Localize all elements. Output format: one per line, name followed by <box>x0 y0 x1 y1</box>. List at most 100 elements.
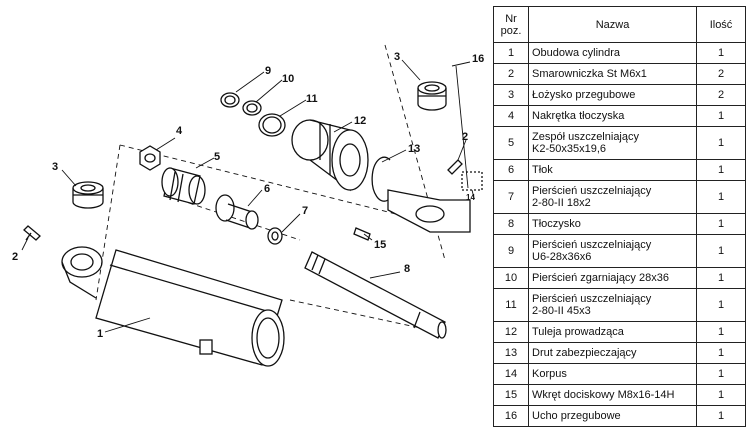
row-qty: 1 <box>696 405 746 427</box>
callout-13: 13 <box>408 143 420 155</box>
row-nr: 11 <box>493 288 529 322</box>
assembly-axis-lines <box>95 44 446 331</box>
callout-2-right: 2 <box>462 131 468 143</box>
header-name: Nazwa <box>528 6 697 43</box>
callout-9: 9 <box>265 65 271 77</box>
callout-10: 10 <box>282 73 294 85</box>
row-nr: 5 <box>493 126 529 160</box>
callout-6: 6 <box>264 183 270 195</box>
callout-5: 5 <box>214 151 220 163</box>
callout-12: 12 <box>354 115 366 127</box>
row-name: Tłok <box>528 159 697 181</box>
row-qty: 1 <box>696 267 746 289</box>
row-name: Łożysko przegubowe <box>528 84 697 106</box>
row-nr: 10 <box>493 267 529 289</box>
callout-1: 1 <box>97 328 103 340</box>
callout-2-left: 2 <box>12 251 18 263</box>
row-nr: 9 <box>493 234 529 268</box>
row-name: Nakrętka tłoczyska <box>528 105 697 127</box>
table-header-row: Nr poz. Nazwa Ilość <box>493 6 746 43</box>
row-name: Tuleja prowadząca <box>528 321 697 343</box>
piston-part <box>215 194 259 230</box>
row-name: Zespół uszczelniający K2-50x35x19,6 <box>528 126 697 160</box>
callout-leader-lines <box>21 59 475 333</box>
callout-11: 11 <box>306 93 318 105</box>
row-name: Korpus <box>528 363 697 385</box>
retaining-wire-part <box>371 156 391 202</box>
row-nr: 1 <box>493 42 529 64</box>
callout-3-right: 3 <box>394 51 400 63</box>
seal-assembly-part <box>161 167 206 205</box>
row-name: Tłoczysko <box>528 213 697 235</box>
row-qty: 2 <box>696 84 746 106</box>
callout-8: 8 <box>404 263 410 275</box>
o-ring-small-part <box>267 227 283 245</box>
row-nr: 14 <box>493 363 529 385</box>
row-qty: 1 <box>696 180 746 214</box>
row-qty: 1 <box>696 234 746 268</box>
row-name: Pierścień uszczelniający U6-28x36x6 <box>528 234 697 268</box>
row-qty: 2 <box>696 63 746 85</box>
row-nr: 2 <box>493 63 529 85</box>
callout-7: 7 <box>302 205 308 217</box>
row-nr: 7 <box>493 180 529 214</box>
o-ring-11-part <box>258 113 286 137</box>
row-qty: 1 <box>696 42 746 64</box>
callout-16: 16 <box>472 53 484 65</box>
grease-nipple-left-part <box>23 225 41 241</box>
callout-4: 4 <box>176 125 183 137</box>
row-name: Pierścień uszczelniający 2-80-II 18x2 <box>528 180 697 214</box>
row-qty: 1 <box>696 213 746 235</box>
spherical-bearing-left-part <box>72 181 104 209</box>
piston-rod-nut-part <box>139 145 161 171</box>
grease-nipple-right-part <box>447 159 463 175</box>
row-nr: 12 <box>493 321 529 343</box>
row-qty: 1 <box>696 342 746 364</box>
set-screw-part <box>353 227 371 241</box>
row-qty: 1 <box>696 288 746 322</box>
row-name: Drut zabezpieczający <box>528 342 697 364</box>
row-name: Ucho przegubowe <box>528 405 697 427</box>
header-qty-label: Ilość <box>709 18 733 31</box>
row-nr: 4 <box>493 105 529 127</box>
rod-eye-body-part <box>387 171 483 233</box>
exploded-view-drawing: 1 2 3 4 5 6 7 8 9 10 11 12 13 14 15 16 2… <box>12 44 484 367</box>
row-nr: 15 <box>493 384 529 406</box>
row-qty: 1 <box>696 159 746 181</box>
row-qty: 1 <box>696 126 746 160</box>
row-qty: 1 <box>696 363 746 385</box>
header-nr-label: Nr poz. <box>500 12 522 37</box>
row-nr: 8 <box>493 213 529 235</box>
seal-ring-9-part <box>220 92 240 108</box>
row-qty: 1 <box>696 384 746 406</box>
header-name-label: Nazwa <box>595 18 630 31</box>
guide-bushing-part <box>291 119 369 192</box>
spherical-bearing-right-part <box>417 81 447 111</box>
row-qty: 1 <box>696 321 746 343</box>
piston-rod-part <box>304 251 447 339</box>
row-name: Pierścień uszczelniający 2-80-II 45x3 <box>528 288 697 322</box>
row-nr: 3 <box>493 84 529 106</box>
cylinder-housing-part <box>61 246 285 367</box>
callout-14: 14 <box>466 193 475 202</box>
row-name: Obudowa cylindra <box>528 42 697 64</box>
row-name: Smarowniczka St M6x1 <box>528 63 697 85</box>
row-nr: 6 <box>493 159 529 181</box>
